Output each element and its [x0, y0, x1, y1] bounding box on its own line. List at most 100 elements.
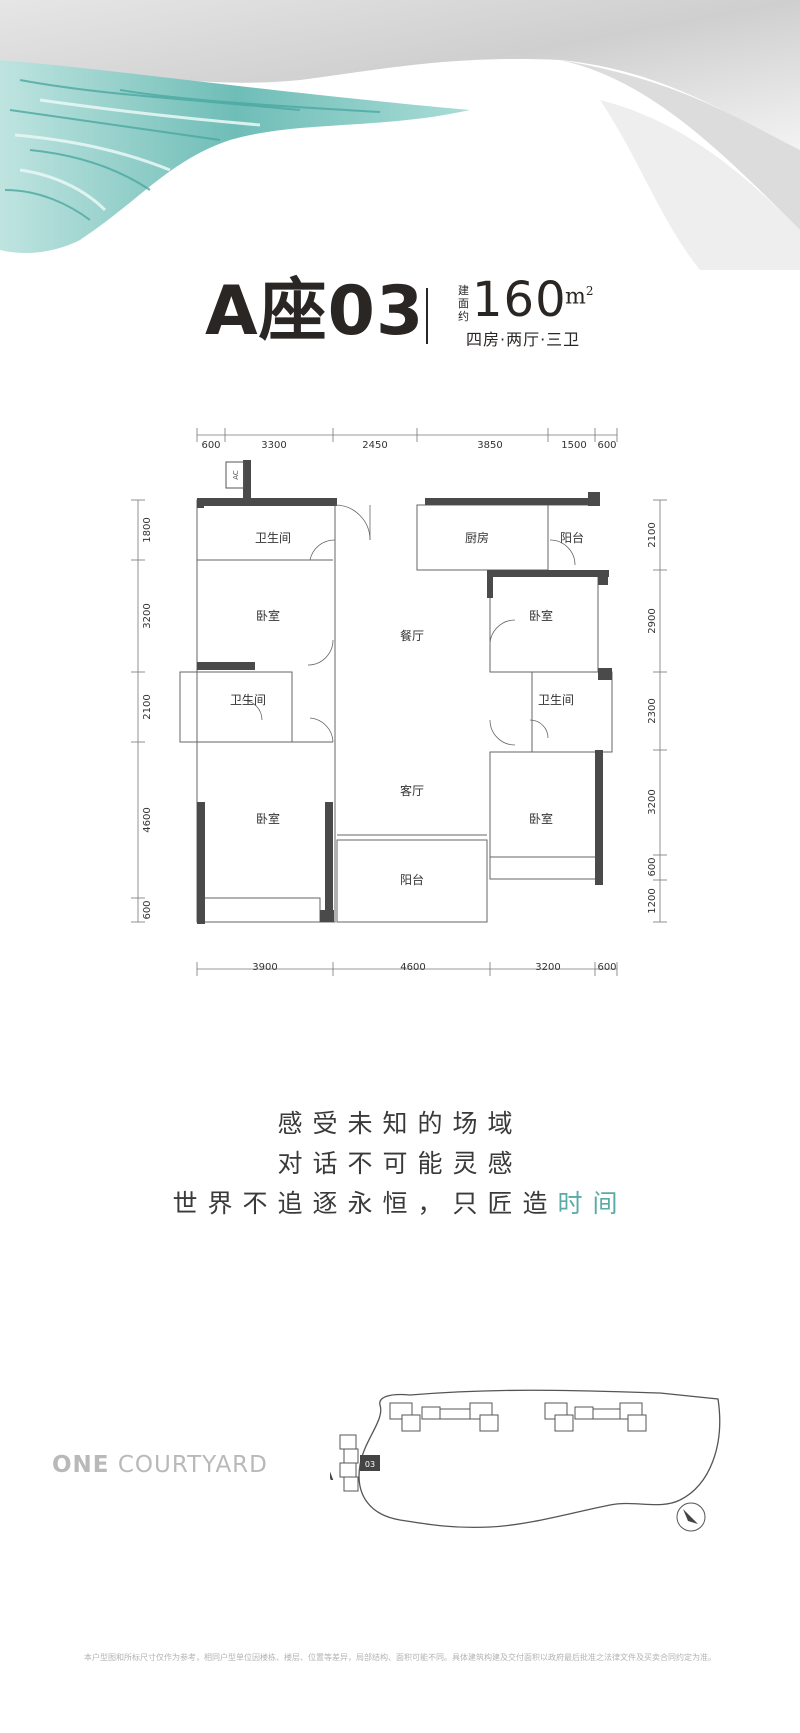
room-labels: 卫生间 卧室 卫生间 卧室 餐厅 客厅 阳台 厨房 阳台 卧室 卫生间 卧室 — [230, 530, 584, 887]
wall — [598, 570, 608, 585]
building — [554, 1414, 574, 1432]
room-bed-bottom-right: 卧室 — [529, 811, 553, 826]
brand-bold: ONE — [52, 1452, 110, 1478]
door-arc — [529, 719, 549, 739]
room-bed-top-left: 卧室 — [256, 608, 280, 623]
outline-bath-right — [531, 671, 613, 753]
dim-right-1: 2900 — [647, 608, 658, 633]
title-divider — [426, 288, 428, 344]
dim-top-4: 1500 — [561, 440, 586, 451]
dim-right-2: 2300 — [647, 698, 658, 723]
wall — [487, 570, 609, 577]
outline-balcony-bottom — [336, 839, 488, 923]
dim-right-4: 600 — [647, 857, 658, 876]
hero-swirl-art — [0, 0, 800, 270]
door-swings — [241, 504, 576, 746]
slogan-line-3: 世界不追逐永恒，只匠造时间 — [0, 1184, 800, 1220]
area-unit-sup: 2 — [585, 284, 594, 298]
building — [343, 1476, 359, 1492]
room-living: 客厅 — [400, 783, 424, 798]
dimension-lines — [131, 428, 667, 976]
dim-top-0: 600 — [201, 440, 220, 451]
building — [339, 1462, 357, 1478]
wall — [197, 662, 255, 670]
door-arc — [307, 639, 334, 666]
compass-arrow-icon — [683, 1509, 698, 1524]
wall — [425, 498, 595, 505]
ac-box — [225, 461, 245, 489]
dim-bottom-1: 4600 — [400, 962, 425, 973]
door-arc — [334, 504, 371, 541]
ac-label: AC — [232, 470, 240, 480]
area-number: 160 — [472, 272, 567, 328]
hero-artwork — [0, 0, 800, 270]
outline-window — [199, 897, 321, 923]
building — [343, 1448, 359, 1464]
room-balcony-bottom: 阳台 — [400, 872, 424, 887]
building — [339, 1434, 357, 1450]
dim-left-4: 600 — [142, 900, 153, 919]
unit-tag-bg — [360, 1455, 380, 1471]
building — [574, 1406, 594, 1420]
outline-window-right — [489, 856, 601, 880]
floor-plan: 600 3300 2450 3850 1500 600 3900 4600 32… — [0, 410, 800, 994]
disclaimer-footnote: 本户型图和所标尺寸仅作为参考，相同户型单位因楼栋、楼层、位置等差异，局部结构、面… — [84, 1653, 716, 1662]
block-label: A — [330, 1458, 334, 1486]
dim-right-5: 1200 — [647, 888, 658, 913]
outline-left-block — [196, 499, 336, 923]
area-unit: m2 — [565, 284, 594, 309]
dim-left-3: 4600 — [142, 807, 153, 832]
room-kitchen: 厨房 — [465, 530, 489, 545]
wall — [588, 492, 600, 506]
door-arc — [309, 539, 336, 561]
door-arc — [549, 539, 576, 566]
dim-top-5: 600 — [597, 440, 616, 451]
slogan-line-1: 感受未知的场域 — [277, 1109, 523, 1138]
dim-left-0: 1800 — [142, 517, 153, 542]
building — [439, 1408, 471, 1420]
door-arc — [241, 699, 263, 721]
area-tag: 建面约 — [458, 284, 469, 323]
dim-top-2: 2450 — [362, 440, 387, 451]
dim-top-3: 3850 — [477, 440, 502, 451]
room-bath-right: 卫生间 — [538, 693, 574, 707]
room-bed-top-right: 卧室 — [529, 608, 553, 623]
room-bath-mid-left: 卫生间 — [230, 693, 266, 707]
dim-bottom-3: 600 — [597, 962, 616, 973]
wall — [598, 668, 612, 680]
room-bed-bottom-left: 卧室 — [256, 811, 280, 826]
thin-walls — [179, 499, 613, 923]
dim-left-1: 3200 — [142, 603, 153, 628]
building — [401, 1414, 421, 1432]
slogan-line-3-accent: 时间 — [557, 1189, 628, 1218]
layout-description: 四房·两厅·三卫 — [466, 330, 581, 349]
building — [479, 1414, 499, 1432]
wall — [320, 910, 334, 922]
building — [421, 1406, 441, 1420]
door-arc — [489, 719, 516, 746]
room-bath-top-left: 卫生间 — [255, 531, 291, 545]
dim-left-2: 2100 — [142, 694, 153, 719]
dimension-labels: 600 3300 2450 3850 1500 600 3900 4600 32… — [201, 440, 616, 973]
slogan-line-3-prefix: 世界不追逐永恒，只匠造 — [172, 1189, 558, 1218]
dim-right-0: 2100 — [647, 522, 658, 547]
site-plan: 03 A — [317, 1385, 730, 1559]
dim-top-1: 3300 — [261, 440, 286, 451]
site-plan-drawing: 03 A — [317, 1389, 721, 1532]
wall — [325, 802, 333, 922]
area-unit-base: m — [565, 284, 586, 310]
wall — [595, 750, 603, 885]
dim-bottom-2: 3200 — [535, 962, 560, 973]
site-outline — [358, 1389, 721, 1529]
building — [592, 1408, 622, 1420]
brand-wordmark: ONE COURTYARD — [52, 1452, 268, 1478]
wall — [197, 802, 205, 924]
dimension-labels-left: 1800 3200 2100 4600 600 2100 2900 2300 3… — [142, 517, 658, 919]
outline-bed-bottom-right — [489, 751, 603, 858]
door-arc — [489, 619, 516, 646]
building — [627, 1414, 647, 1432]
wall — [487, 570, 493, 598]
unit-title: A座03 — [205, 272, 425, 351]
floor-plan-drawing: 600 3300 2450 3850 1500 600 3900 4600 32… — [131, 428, 667, 976]
wall — [243, 460, 251, 500]
